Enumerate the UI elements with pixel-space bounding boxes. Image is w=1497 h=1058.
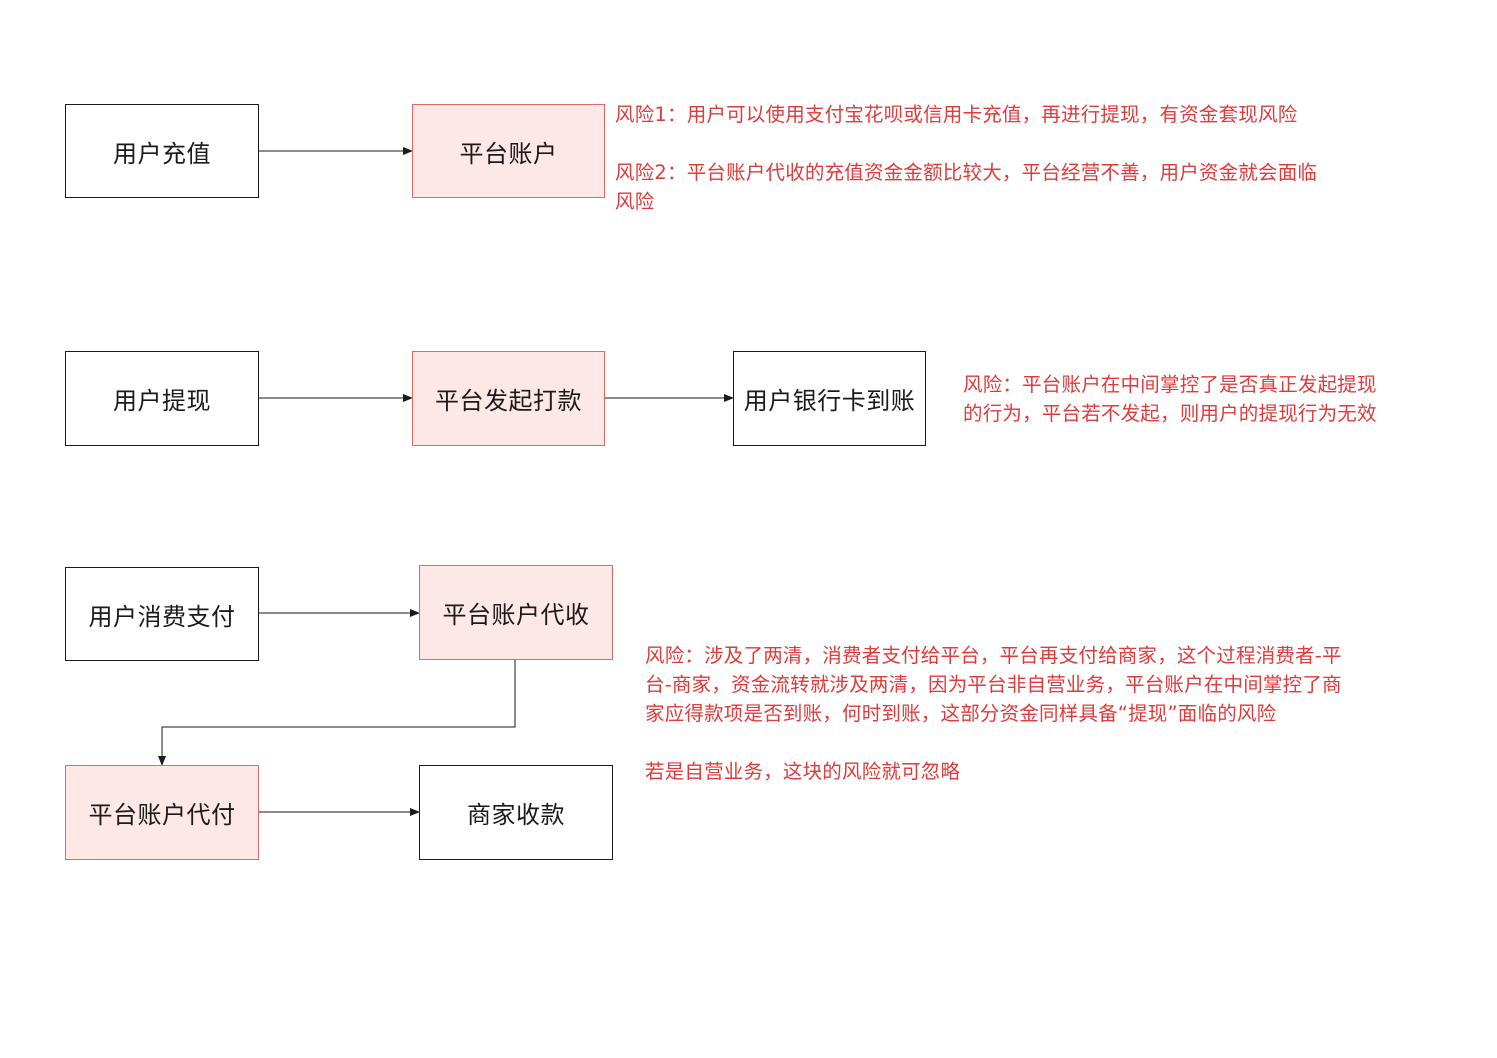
platform-payout-label: 平台发起打款 [435,387,582,415]
risk1-text: 风险1：用户可以使用支付宝花呗或信用卡充值，再进行提现，有资金套现风险 [615,103,1298,126]
flow3-risk-note: 风险：涉及了两清，消费者支付给平台，平台再支付给商家，这个过程消费者-平 台-商… [645,641,1445,786]
flow3-risk-line2: 台-商家，资金流转就涉及两清，因为平台非自营业务，平台账户在中间掌控了商 [645,673,1342,696]
user-payment-box: 用户消费支付 [65,567,259,661]
arrow-collect-to-pay [158,660,516,766]
risk2-text-line1: 风险2：平台账户代收的充值资金金额比较大，平台经营不善，用户资金就会面临 [615,161,1318,184]
platform-payout-box: 平台发起打款 [412,351,605,446]
platform-pay-box: 平台账户代付 [65,765,259,860]
risk2-text-line2: 风险 [615,190,655,213]
bank-arrival-label: 用户银行卡到账 [743,387,916,415]
flow3-risk-line1: 风险：涉及了两清，消费者支付给平台，平台再支付给商家，这个过程消费者-平 [645,644,1342,667]
flow1-risk-note: 风险1：用户可以使用支付宝花呗或信用卡充值，再进行提现，有资金套现风险 风险2：… [615,100,1415,216]
user-payment-label: 用户消费支付 [88,602,236,631]
flow3-risk-line3: 家应得款项是否到账，何时到账，这部分资金同样具备“提现”面临的风险 [645,702,1277,725]
flow2-risk-note: 风险：平台账户在中间掌控了是否真正发起提现 的行为，平台若不发起，则用户的提现行… [963,370,1483,428]
platform-collect-box: 平台账户代收 [419,565,613,660]
merchant-receive-box: 商家收款 [419,765,613,860]
platform-account-box: 平台账户 [412,104,605,198]
platform-pay-label: 平台账户代付 [88,801,236,829]
platform-account-label: 平台账户 [459,139,558,168]
merchant-receive-label: 商家收款 [467,801,565,829]
flow2-risk-line1: 风险：平台账户在中间掌控了是否真正发起提现 [963,373,1377,396]
self-operated-note: 若是自营业务，这块的风险就可忽略 [645,760,961,783]
user-recharge-box: 用户充值 [65,104,259,198]
platform-collect-label: 平台账户代收 [442,601,590,629]
user-recharge-label: 用户充值 [113,139,211,168]
flow2-risk-line2: 的行为，平台若不发起，则用户的提现行为无效 [963,402,1377,425]
bank-arrival-box: 用户银行卡到账 [733,351,926,446]
user-withdraw-label: 用户提现 [113,387,211,415]
user-withdraw-box: 用户提现 [65,351,259,446]
